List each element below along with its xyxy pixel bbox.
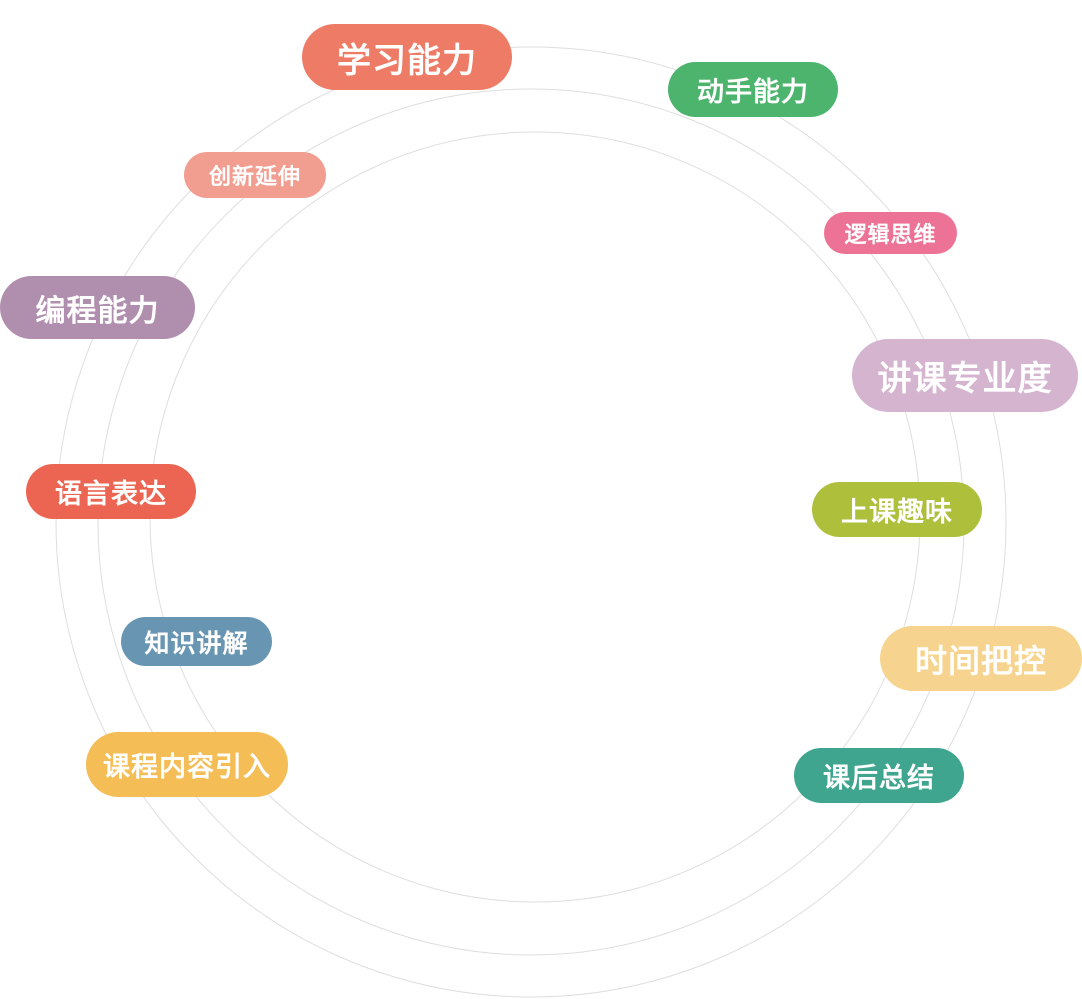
outer-ring <box>55 46 1007 998</box>
label-text: 课程内容引入 <box>103 752 271 783</box>
label-text: 动手能力 <box>697 77 809 108</box>
label-teaching-professionalism: 讲课专业度 <box>852 339 1078 412</box>
label-text: 上课趣味 <box>841 497 953 528</box>
label-text: 时间把控 <box>914 641 1047 680</box>
label-text: 逻辑思维 <box>844 223 937 248</box>
label-text: 学习能力 <box>337 40 477 81</box>
label-text: 讲课专业度 <box>877 359 1053 399</box>
label-logical-thinking: 逻辑思维 <box>824 212 957 254</box>
label-text: 知识讲解 <box>144 628 249 658</box>
label-language-expression: 语言表达 <box>26 464 196 519</box>
label-learning-ability: 学习能力 <box>302 24 512 90</box>
label-time-control: 时间把控 <box>880 626 1082 691</box>
label-class-fun: 上课趣味 <box>812 482 982 537</box>
label-after-class-summary: 课后总结 <box>794 748 964 803</box>
label-programming-ability: 编程能力 <box>0 276 195 339</box>
label-knowledge-explanation: 知识讲解 <box>121 617 272 666</box>
label-text: 编程能力 <box>35 293 160 329</box>
label-text: 创新延伸 <box>208 165 301 190</box>
label-innovation-extension: 创新延伸 <box>184 152 326 198</box>
label-hands-on-ability: 动手能力 <box>668 62 838 117</box>
label-text: 课后总结 <box>823 763 935 794</box>
label-text: 语言表达 <box>55 479 167 510</box>
label-course-intro: 课程内容引入 <box>86 732 288 797</box>
